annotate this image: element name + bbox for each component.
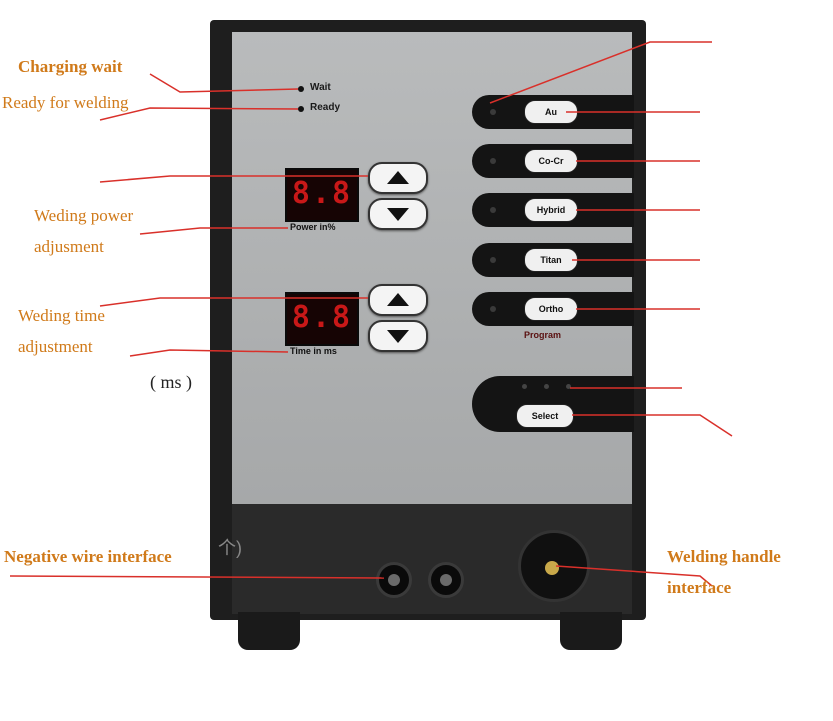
power-display: 8.8 <box>285 168 359 222</box>
power-up-button[interactable] <box>368 162 428 194</box>
jack-core <box>440 574 452 586</box>
time-up-button[interactable] <box>368 284 428 316</box>
program-row-co-cr: Co-Cr <box>472 144 634 178</box>
power-down-button[interactable] <box>368 198 428 230</box>
annotation-handle-line2: interface <box>667 578 732 597</box>
right-foot <box>560 612 622 650</box>
left-foot <box>238 612 300 650</box>
time-label: Time in ms <box>290 346 337 356</box>
time-down-button[interactable] <box>368 320 428 352</box>
ready-led-icon <box>298 106 304 112</box>
power-label: Power in% <box>290 222 336 232</box>
annotation-time-unit: ( ms ) <box>150 372 192 392</box>
program-led-icon <box>490 306 496 312</box>
program-button-ortho[interactable]: Ortho <box>524 297 578 321</box>
program-button-au[interactable]: Au <box>524 100 578 124</box>
program-led-icon <box>490 257 496 263</box>
program-label: Program <box>524 330 562 340</box>
wait-led-icon <box>298 86 304 92</box>
arrow-down-icon <box>387 330 409 343</box>
annotation-time-line2: adjustment <box>18 337 93 356</box>
arrow-up-icon <box>387 171 409 184</box>
annotation-time-line1: Weding time <box>18 306 105 325</box>
program-led-icon <box>490 158 496 164</box>
program-button-hybrid[interactable]: Hybrid <box>524 198 578 222</box>
negative-wire-jack[interactable] <box>376 562 412 598</box>
welding-handle-port[interactable] <box>518 530 590 602</box>
select-led-icon <box>522 384 527 389</box>
power-display-value: 8.8 <box>291 176 353 211</box>
program-row-au: Au <box>472 95 634 129</box>
jack-core <box>388 574 400 586</box>
ready-label: Ready <box>310 102 341 113</box>
arrow-down-icon <box>387 208 409 221</box>
program-button-titan[interactable]: Titan <box>524 248 578 272</box>
select-led-icon <box>566 384 571 389</box>
program-led-icon <box>490 109 496 115</box>
annotation-negative-wire: Negative wire interface <box>4 547 172 566</box>
annotation-ready-for-welding: Ready for welding <box>2 93 129 112</box>
time-display: 8.8 <box>285 292 359 346</box>
annotation-power-line2: adjusment <box>34 237 104 256</box>
annotation-handle-line1: Welding handle <box>667 547 781 566</box>
program-button-co-cr[interactable]: Co-Cr <box>524 149 578 173</box>
plug-icon <box>545 561 559 575</box>
wait-label: Wait <box>310 82 331 93</box>
select-led-icon <box>544 384 549 389</box>
arrow-up-icon <box>387 293 409 306</box>
faint-text: 个) <box>218 538 242 558</box>
program-led-icon <box>490 207 496 213</box>
second-jack[interactable] <box>428 562 464 598</box>
annotation-charging-wait: Charging wait <box>18 57 123 76</box>
annotation-power-line1: Weding power <box>34 206 134 225</box>
program-row-ortho: Ortho <box>472 292 634 326</box>
program-row-titan: Titan <box>472 243 634 277</box>
select-group: Select <box>472 376 634 432</box>
time-display-value: 8.8 <box>291 300 353 335</box>
program-row-hybrid: Hybrid <box>472 193 634 227</box>
select-button[interactable]: Select <box>516 404 574 428</box>
